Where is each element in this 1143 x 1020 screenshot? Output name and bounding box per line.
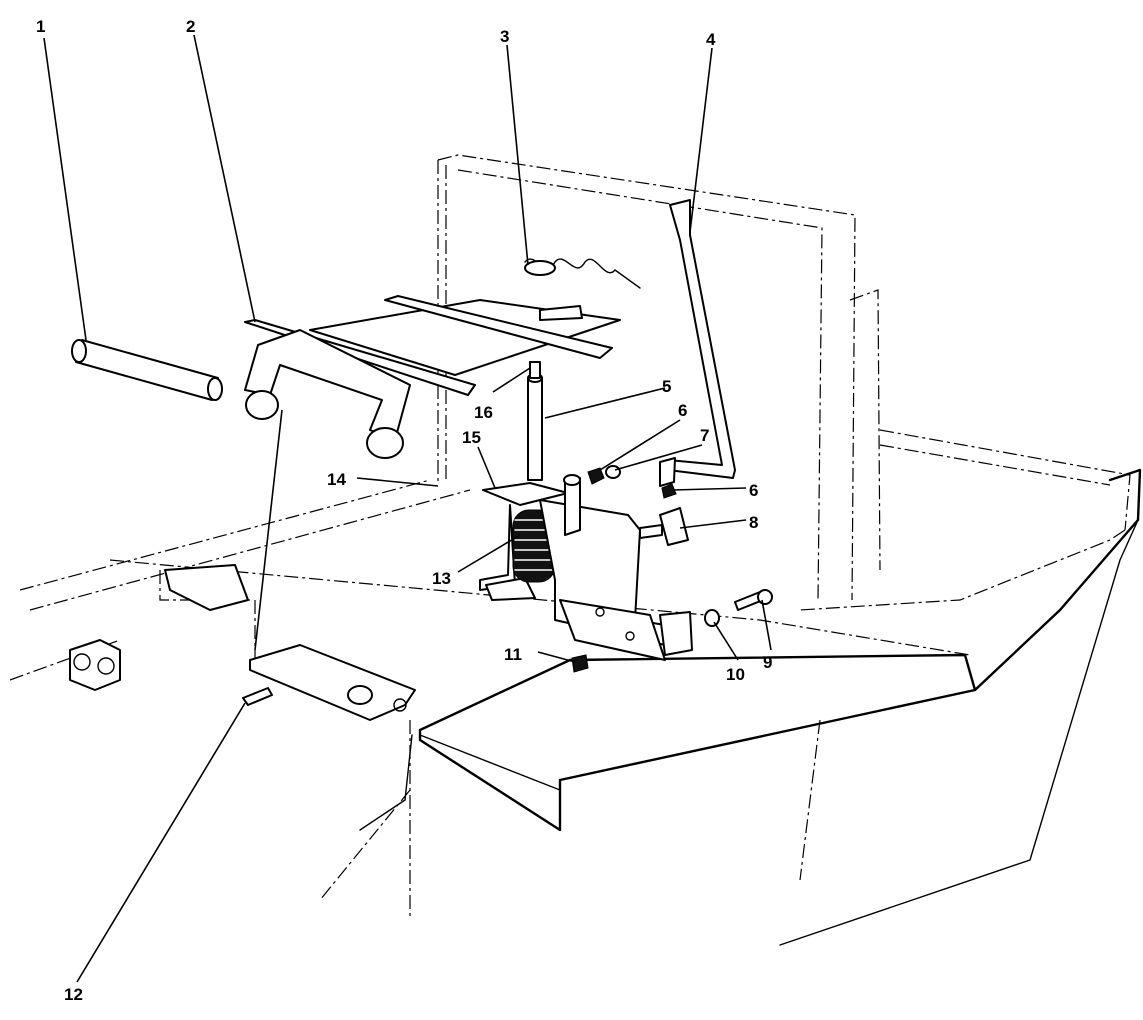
callout-14: 14 — [327, 470, 346, 489]
left-bracket — [69, 564, 249, 691]
callout-labels: 1 2 3 4 5 6 7 6 8 9 10 11 12 13 14 15 16 — [36, 17, 772, 1004]
callout-6a: 6 — [678, 401, 687, 420]
torsion-spring — [524, 258, 641, 289]
callout-3: 3 — [500, 27, 509, 46]
latch-base-plate — [249, 644, 416, 721]
leader-lines — [43, 34, 772, 983]
guide-pin — [527, 361, 543, 481]
callout-16: 16 — [474, 403, 493, 422]
shaft — [71, 339, 223, 401]
callout-6b: 6 — [749, 481, 758, 500]
callout-8: 8 — [749, 513, 758, 532]
callout-11: 11 — [504, 645, 522, 664]
callout-4: 4 — [706, 30, 716, 49]
callout-5: 5 — [662, 377, 671, 396]
callout-9: 9 — [763, 653, 772, 672]
front-bezel — [359, 468, 1142, 946]
fasteners — [242, 465, 773, 706]
mounting-plate — [244, 295, 621, 459]
callout-2: 2 — [186, 17, 195, 36]
callout-15: 15 — [462, 428, 481, 447]
callout-13: 13 — [432, 569, 451, 588]
actuator-rod — [659, 199, 736, 487]
callout-7: 7 — [700, 426, 709, 445]
callout-12: 12 — [64, 985, 83, 1004]
callout-10: 10 — [726, 665, 745, 684]
spring-bracket-assembly — [479, 474, 693, 661]
callout-1: 1 — [36, 17, 45, 36]
